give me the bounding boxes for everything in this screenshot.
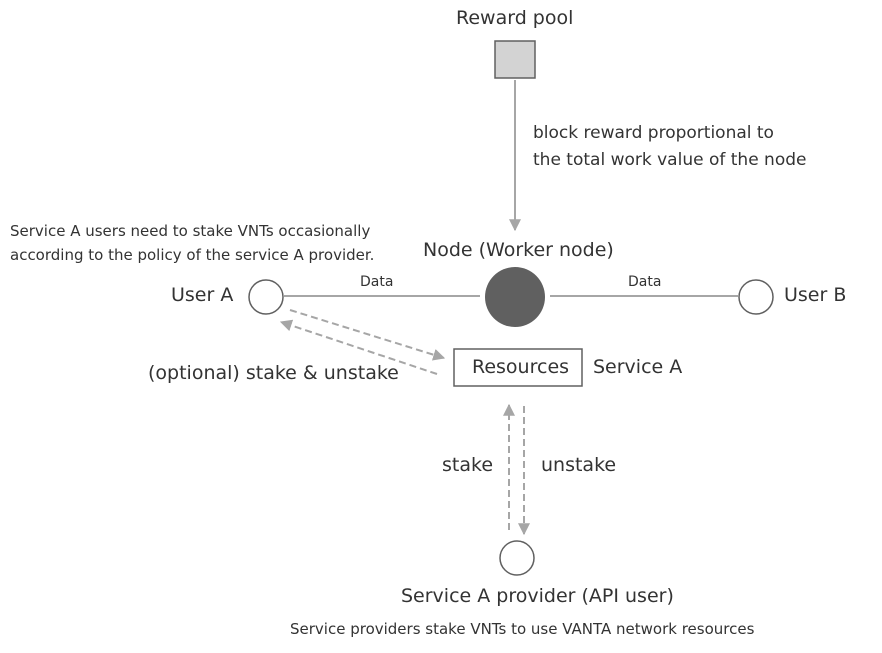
user-b-label: User B: [784, 284, 847, 306]
node-label: Node (Worker node): [423, 239, 614, 261]
unstake-label: unstake: [541, 454, 617, 476]
resources-box: [453, 348, 583, 387]
provider-label: Service A provider (API user): [401, 585, 674, 607]
user-a-circle: [248, 279, 284, 315]
user-a-label: User A: [171, 284, 234, 306]
reward-note-line1: block reward proportional to: [533, 123, 774, 143]
optional-stake-arrow: [289, 309, 446, 361]
stake-label: stake: [442, 454, 494, 476]
user-stake-note-line1: Service A users need to stake VNTs occas…: [10, 222, 371, 240]
resources-label: Resources: [472, 356, 570, 378]
user-stake-note: Service A users need to stake VNTs occas…: [10, 219, 374, 267]
user-stake-note-line2: according to the policy of the service A…: [10, 246, 375, 264]
optional-stake-label: (optional) stake & unstake: [148, 362, 399, 384]
reward-note: block reward proportional to the total w…: [533, 120, 806, 174]
service-a-label: Service A: [593, 356, 683, 378]
data-label-left: Data: [360, 274, 394, 290]
user-b-circle: [738, 279, 774, 315]
worker-node: [485, 267, 545, 327]
provider-circle: [499, 540, 535, 576]
data-label-right: Data: [628, 274, 662, 290]
reward-note-line2: the total work value of the node: [533, 150, 807, 170]
reward-pool-label: Reward pool: [456, 7, 574, 29]
optional-unstake-arrow: [279, 319, 438, 375]
provider-note: Service providers stake VNTs to use VANT…: [290, 620, 755, 638]
reward-pool-box: [494, 40, 536, 79]
